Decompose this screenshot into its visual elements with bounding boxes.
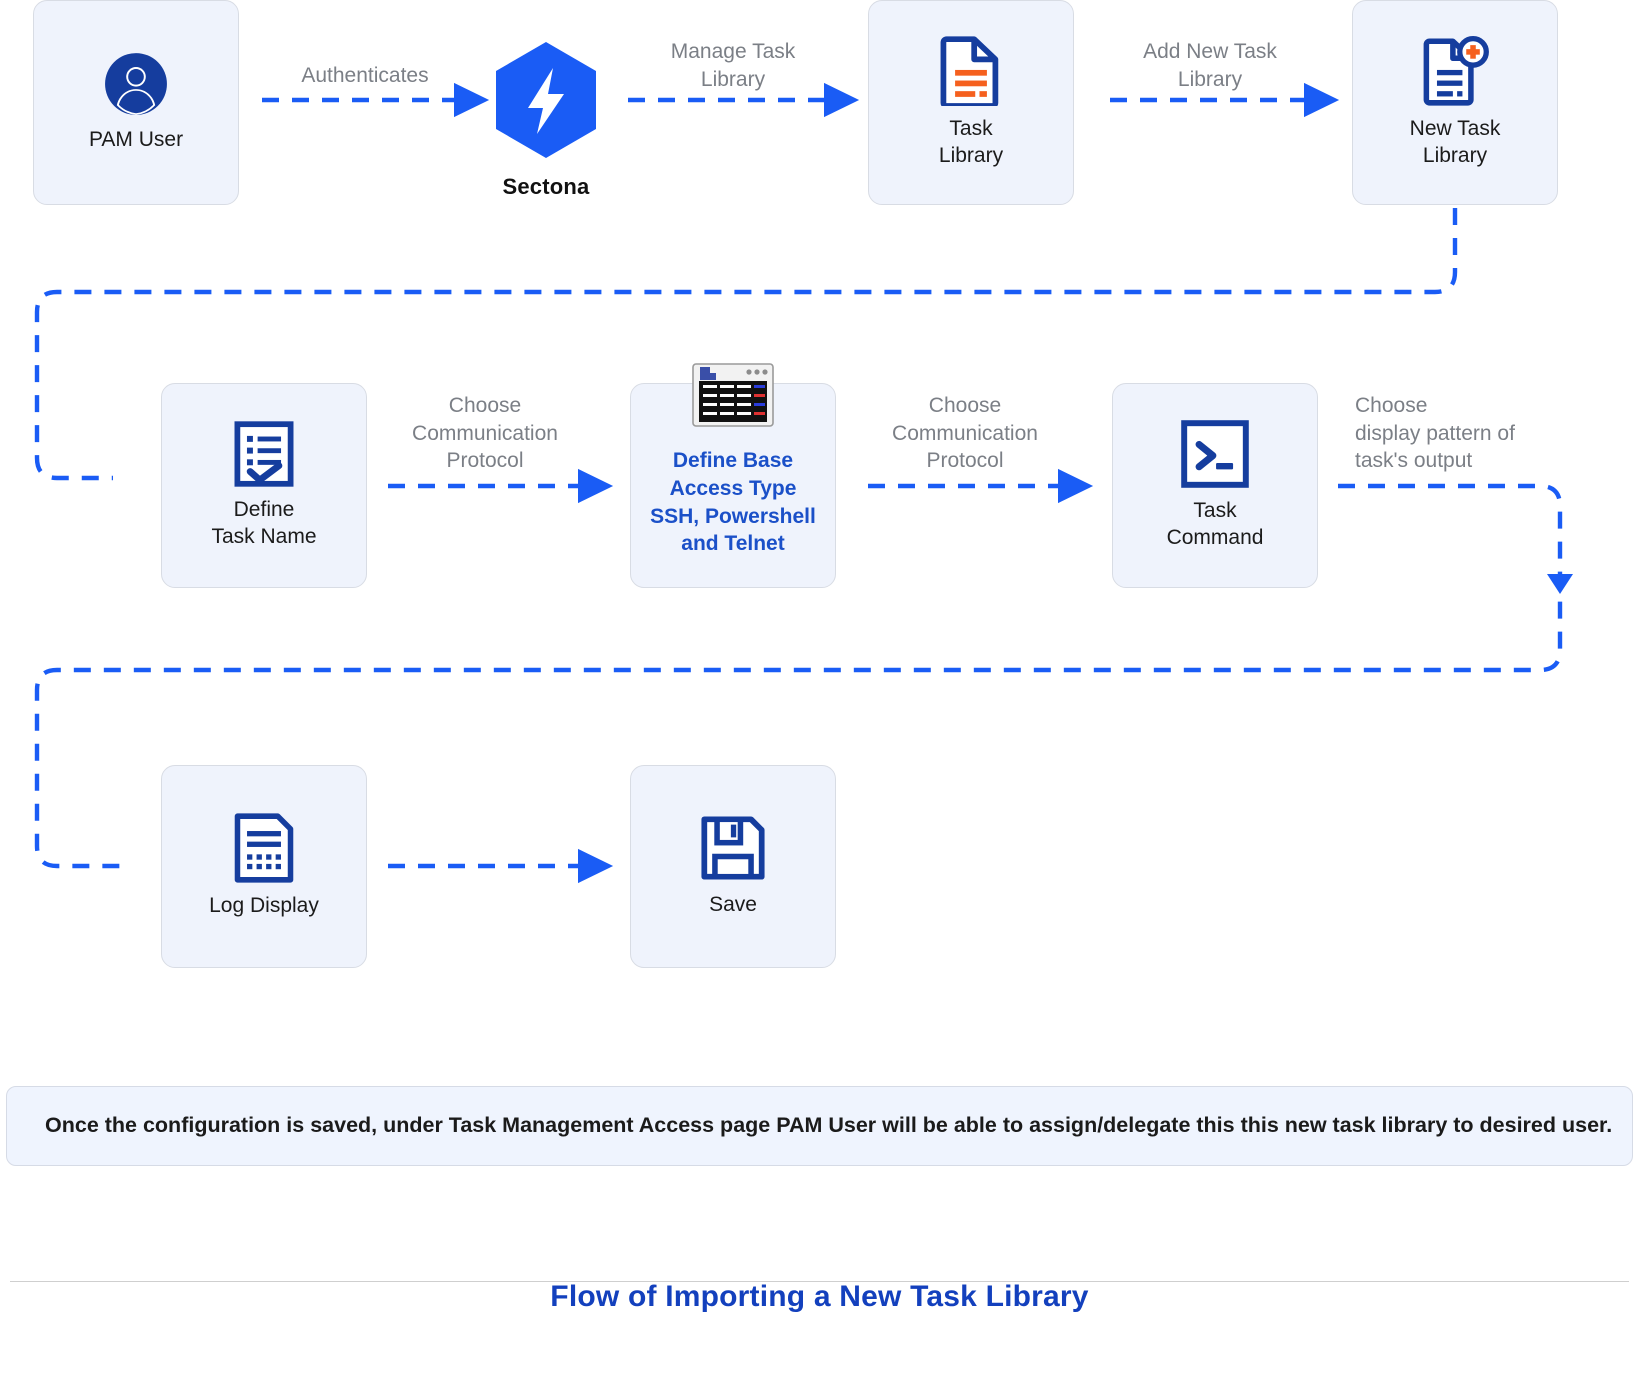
node-label: Define Base Access Type SSH, Powershell … — [650, 448, 816, 556]
node-task-command[interactable]: Task Command — [1112, 383, 1318, 588]
wire-down-arrowhead — [1547, 574, 1573, 594]
edge-label-manage-task-library: Manage Task Library — [670, 40, 796, 91]
sectona-hexagon-logo — [493, 40, 599, 160]
note-text: Once the configuration is saved, under T… — [45, 1113, 1613, 1138]
node-label: Task Command — [1166, 498, 1264, 549]
node-label: Define Task Name — [211, 497, 317, 548]
node-new-task-library[interactable]: New Task Library — [1352, 0, 1558, 205]
document-add-icon — [1420, 35, 1490, 106]
checklist-form-icon — [233, 420, 295, 487]
page-title: Flow of Importing a New Task Library — [550, 1280, 1089, 1313]
node-label: Save — [709, 893, 757, 917]
floppy-disk-icon — [699, 814, 767, 882]
terminal-window-icon — [692, 363, 774, 427]
edge-label-choose-communication-protocol-1: Choose Communication Protocol — [412, 394, 558, 473]
console-prompt-icon — [1181, 419, 1249, 488]
log-document-icon — [233, 813, 295, 883]
node-define-task-name[interactable]: Define Task Name — [161, 383, 367, 588]
node-pam-user[interactable]: PAM User — [33, 0, 239, 205]
node-sectona[interactable]: Sectona — [484, 40, 608, 200]
document-list-icon — [940, 35, 1002, 106]
note-box: Once the configuration is saved, under T… — [6, 1086, 1633, 1166]
node-label: Log Display — [209, 894, 319, 918]
node-save[interactable]: Save — [630, 765, 836, 968]
node-label: Sectona — [502, 174, 590, 199]
node-task-library[interactable]: Task Library — [868, 0, 1074, 205]
node-log-display[interactable]: Log Display — [161, 765, 367, 968]
user-avatar-icon — [103, 51, 169, 117]
node-label: New Task Library — [1409, 116, 1501, 167]
edge-label-add-new-task-library: Add New Task Library — [1143, 40, 1277, 91]
footer-divider — [10, 1281, 1629, 1282]
edge-label-authenticates: Authenticates — [301, 64, 429, 87]
node-label: Task Library — [938, 116, 1004, 167]
edge-label-choose-communication-protocol-2: Choose Communication Protocol — [892, 394, 1038, 473]
edge-label-choose-display-pattern: Choose display pattern of task's output — [1355, 394, 1515, 473]
node-label: PAM User — [88, 128, 184, 152]
